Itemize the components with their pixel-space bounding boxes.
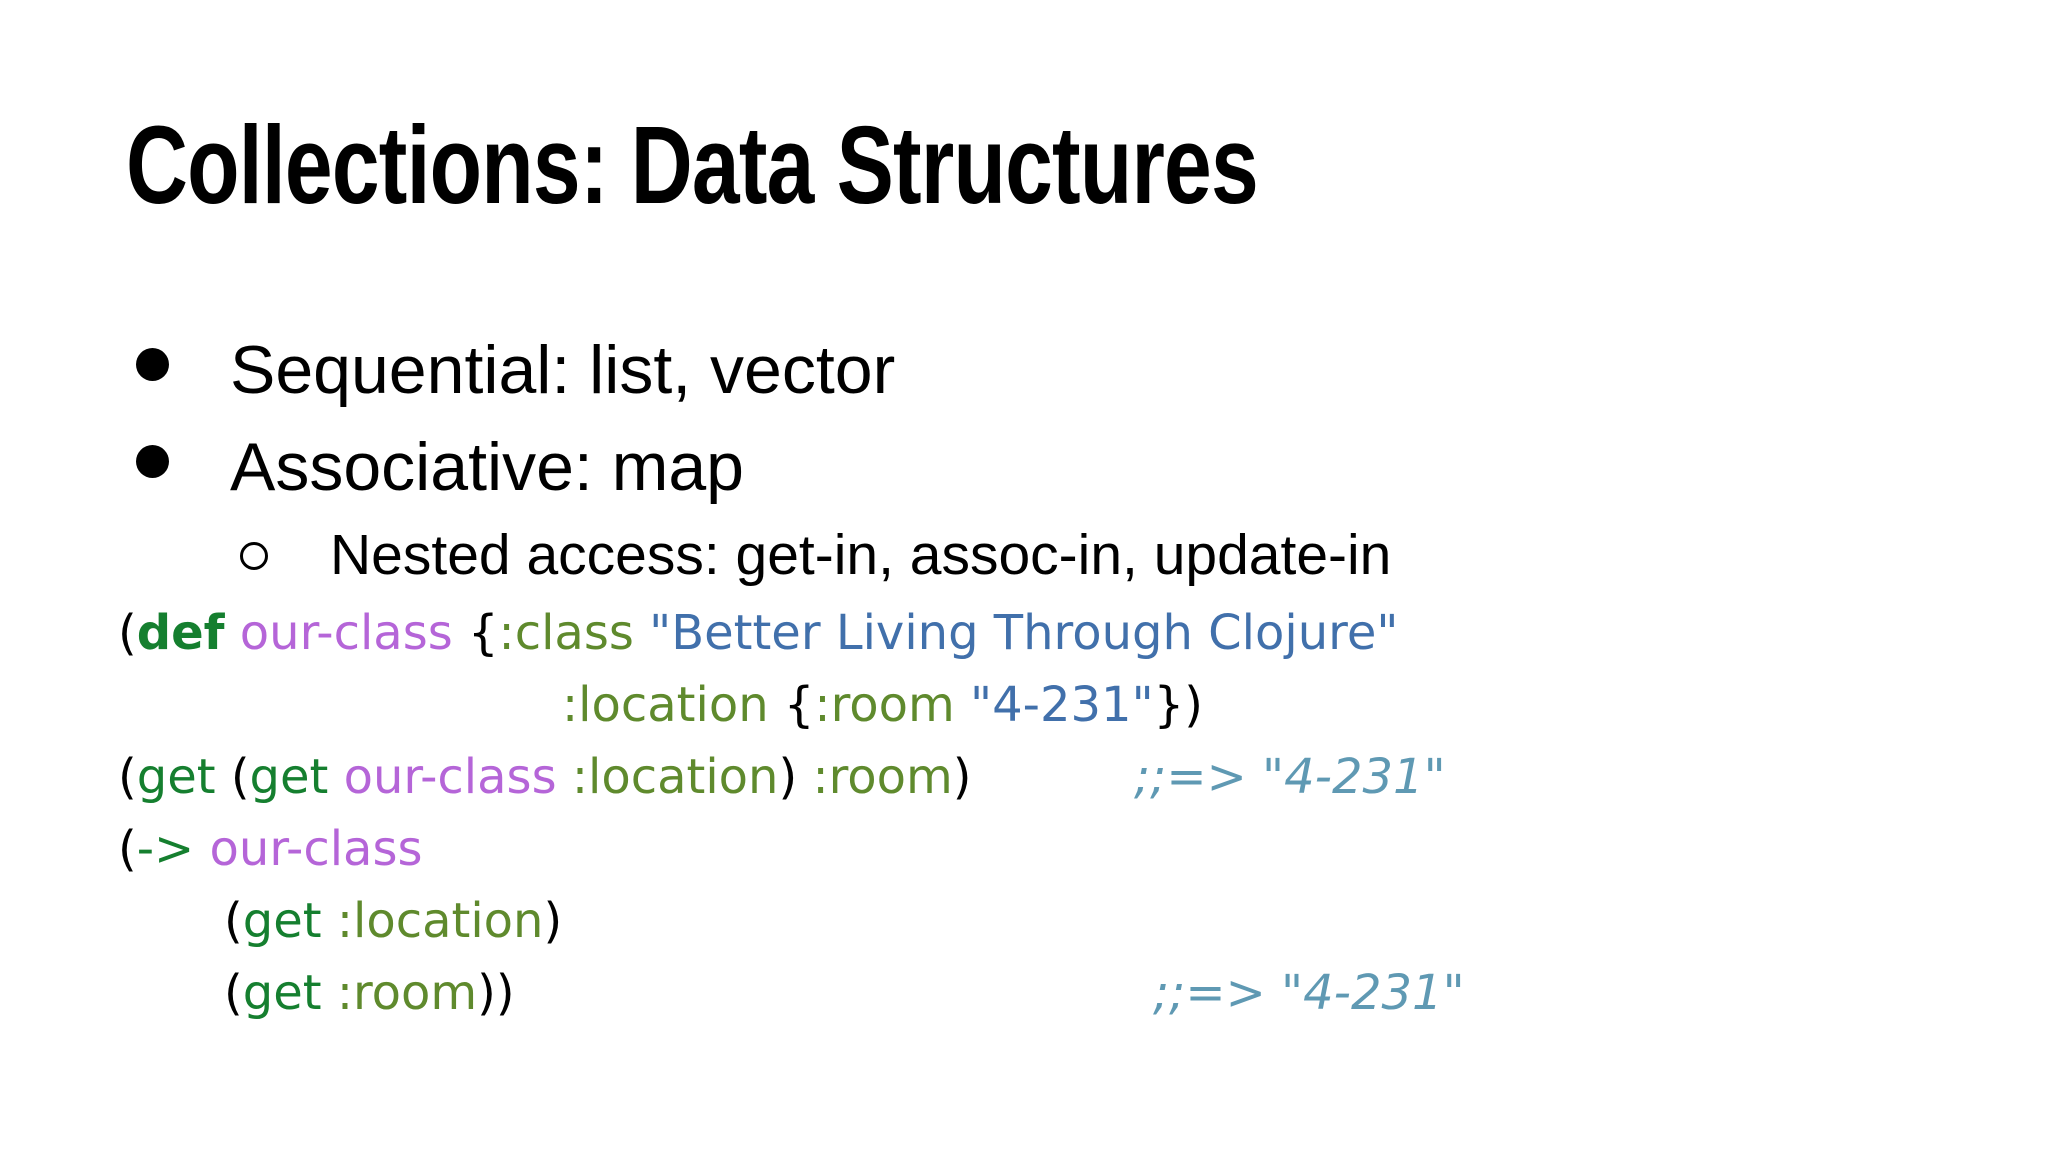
code-line-2: :location {:room "4-231"}) [562, 681, 1203, 729]
code-token-paren: ( [118, 749, 137, 805]
code-token-space [225, 605, 240, 661]
code-token-space [328, 749, 343, 805]
code-line-6: (get :room));;=> "4-231" [224, 969, 1465, 1017]
code-token-paren: ( [224, 965, 243, 1021]
code-token-keyword: :room [814, 677, 955, 733]
code-token-space [557, 749, 572, 805]
bullet-item-sequential: Sequential: list, vector [230, 332, 896, 408]
code-token-var: our-class [209, 821, 423, 877]
code-token-string: "Better Living Through Clojure" [649, 605, 1399, 661]
code-token-paren: ) [543, 893, 563, 949]
code-token-paren: ( [118, 821, 137, 877]
code-token-paren: ( [215, 749, 250, 805]
code-token-paren: ) [778, 749, 813, 805]
code-token-get: get [249, 749, 329, 805]
code-token-brace: { [768, 677, 815, 733]
code-token-keyword: :location [562, 677, 769, 733]
code-token-paren: ( [224, 893, 243, 949]
sub-bullet-item-nested-access: Nested access: get-in, assoc-in, update-… [330, 523, 1392, 587]
code-token-var: our-class [343, 749, 557, 805]
bullet-circle-icon [240, 542, 268, 570]
code-token-get: get [136, 749, 216, 805]
code-token-def: def [136, 605, 225, 661]
code-comment-result: ;;=> "4-231" [1153, 965, 1465, 1021]
code-token-keyword: :location [336, 893, 544, 949]
code-line-1: (def our-class {:class "Better Living Th… [118, 609, 1398, 657]
code-token-var: our-class [239, 605, 453, 661]
code-token-thread-arrow: -> [136, 821, 195, 877]
code-token-string: "4-231" [970, 677, 1154, 733]
bullet-dot-icon [136, 348, 169, 381]
code-token-brace: { [452, 605, 499, 661]
code-token-space [194, 821, 209, 877]
code-token-keyword: :room [812, 749, 953, 805]
code-line-5: (get :location) [224, 897, 562, 945]
code-token-get: get [242, 893, 322, 949]
code-token-space [955, 677, 970, 733]
bullet-item-associative: Associative: map [230, 429, 744, 505]
code-token-keyword: :location [571, 749, 779, 805]
code-line-4: (-> our-class [118, 825, 422, 873]
slide-title: Collections: Data Structures [126, 104, 1259, 227]
code-token-space [634, 605, 649, 661]
code-line-3: (get (get our-class :location) :room);;=… [118, 753, 1446, 801]
code-token-get: get [242, 965, 322, 1021]
code-token-keyword: :class [498, 605, 634, 661]
code-token-space [322, 965, 337, 1021]
code-token-keyword: :room [336, 965, 478, 1021]
code-comment-result: ;;=> "4-231" [1134, 749, 1446, 805]
code-token-space [322, 893, 337, 949]
bullet-dot-icon [136, 445, 169, 478]
code-token-paren: ) [952, 749, 972, 805]
code-token-paren: )) [477, 965, 515, 1021]
code-token-paren: ( [118, 605, 137, 661]
code-token-brace: }) [1153, 677, 1203, 733]
